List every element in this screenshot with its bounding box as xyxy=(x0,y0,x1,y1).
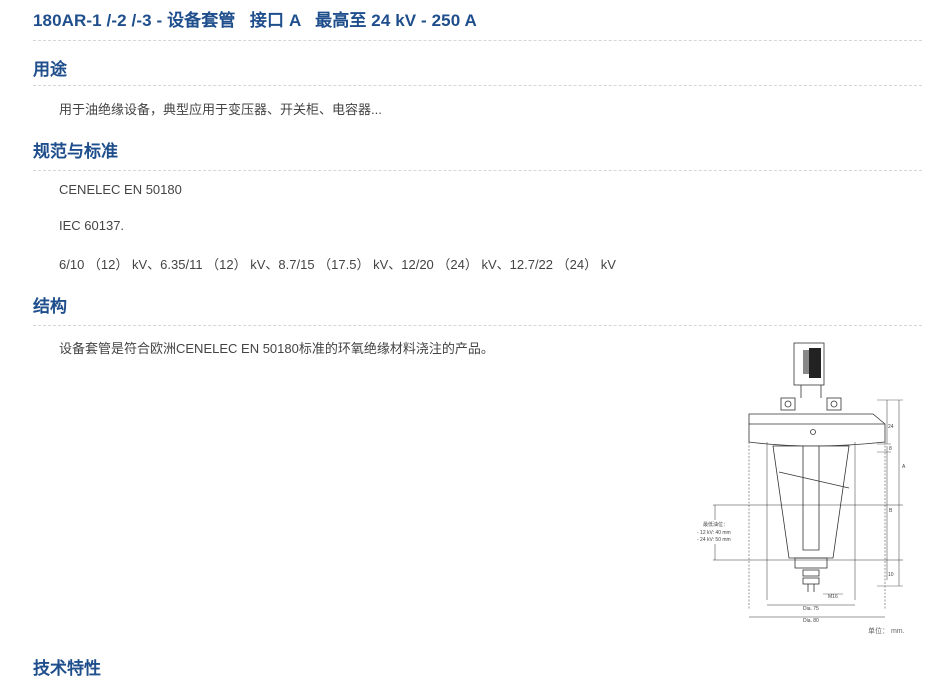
usage-text: 用于油绝缘设备，典型应用于变压器、开关柜、电容器... xyxy=(59,102,382,117)
section-heading-structure: 结构 xyxy=(33,297,67,316)
section-heading-technical: 技术特性 xyxy=(33,659,101,678)
thread-label: M16 xyxy=(828,594,838,600)
bushing-technical-drawing: 最低油位： - 12 kV: 40 mm - 24 kV: 50 mm M16 … xyxy=(695,342,906,635)
standard-item: IEC 60137. xyxy=(59,218,125,233)
oil-level-note-title: 最低油位： xyxy=(703,521,728,528)
unit-label: 单位： mm. xyxy=(868,626,905,635)
structure-text: 设备套管是符合欧洲CENELEC EN 50180标准的环氧绝缘材料浇注的产品。 xyxy=(59,341,494,356)
diameter-75-label: Dia. 75 xyxy=(803,606,819,612)
standard-item: CENELEC EN 50180 xyxy=(59,182,182,197)
oil-level-note-12kv: - 12 kV: 40 mm xyxy=(697,530,731,536)
dimension-24-label: 24 xyxy=(888,424,894,430)
dimension-8-label: 8 xyxy=(889,446,892,452)
standards-divider xyxy=(33,170,922,171)
dimension-b-label: B xyxy=(889,508,893,514)
oil-level-note-24kv: - 24 kV: 50 mm xyxy=(697,537,731,543)
section-heading-standards: 规范与标准 xyxy=(33,142,118,161)
page-title: 180AR-1 /-2 /-3 - 设备套管 接口 A 最高至 24 kV - … xyxy=(33,11,477,30)
bushing-drawing: 最低油位： - 12 kV: 40 mm - 24 kV: 50 mm M16 … xyxy=(663,340,917,638)
usage-divider xyxy=(33,85,922,86)
diameter-80-label: Dia. 80 xyxy=(803,618,819,624)
dimension-a-label: A xyxy=(902,464,906,470)
title-divider xyxy=(33,40,922,41)
dimension-10-label: 10 xyxy=(888,572,894,578)
section-heading-usage: 用途 xyxy=(33,60,67,79)
voltage-ratings: 6/10 （12） kV、6.35/11 （12） kV、8.7/15 （17.… xyxy=(59,257,616,272)
structure-divider xyxy=(33,325,922,326)
